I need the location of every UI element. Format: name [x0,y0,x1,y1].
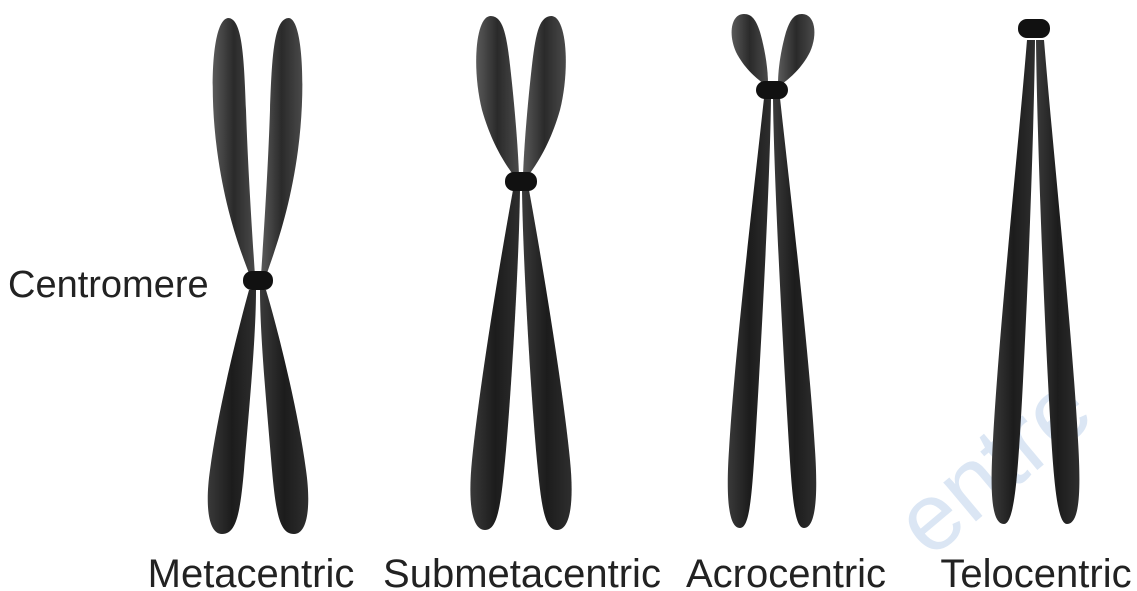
centromere [505,172,537,191]
chromatid-upper-left [732,14,768,84]
label-acrocentric: Acrocentric [686,552,886,591]
chromatid-lower-left [208,290,256,534]
label-submetacentric: Submetacentric [383,552,661,591]
chromatid-upper-right [778,14,814,84]
chromosome-metacentric [208,18,309,534]
chromosome-submetacentric [470,16,571,530]
chromatid-lower-right [522,190,572,530]
chromatid-upper-right [523,16,566,176]
chromatid-upper-left [213,18,255,276]
centromere [1018,19,1050,38]
centromere-label: Centromere [8,264,209,306]
chromosome-acrocentric [728,14,816,528]
chromatid-lower-left [728,98,771,528]
centromere [756,81,788,99]
label-metacentric: Metacentric [148,552,355,591]
centromere [243,271,273,290]
label-telocentric: Telocentric [940,552,1131,591]
chromatid-lower-left [470,190,520,530]
chromatid-lower-right [260,290,308,534]
chromatid-lower-right [773,98,816,528]
chromatid-upper-left [476,16,519,176]
chromatid-upper-right [261,18,302,276]
